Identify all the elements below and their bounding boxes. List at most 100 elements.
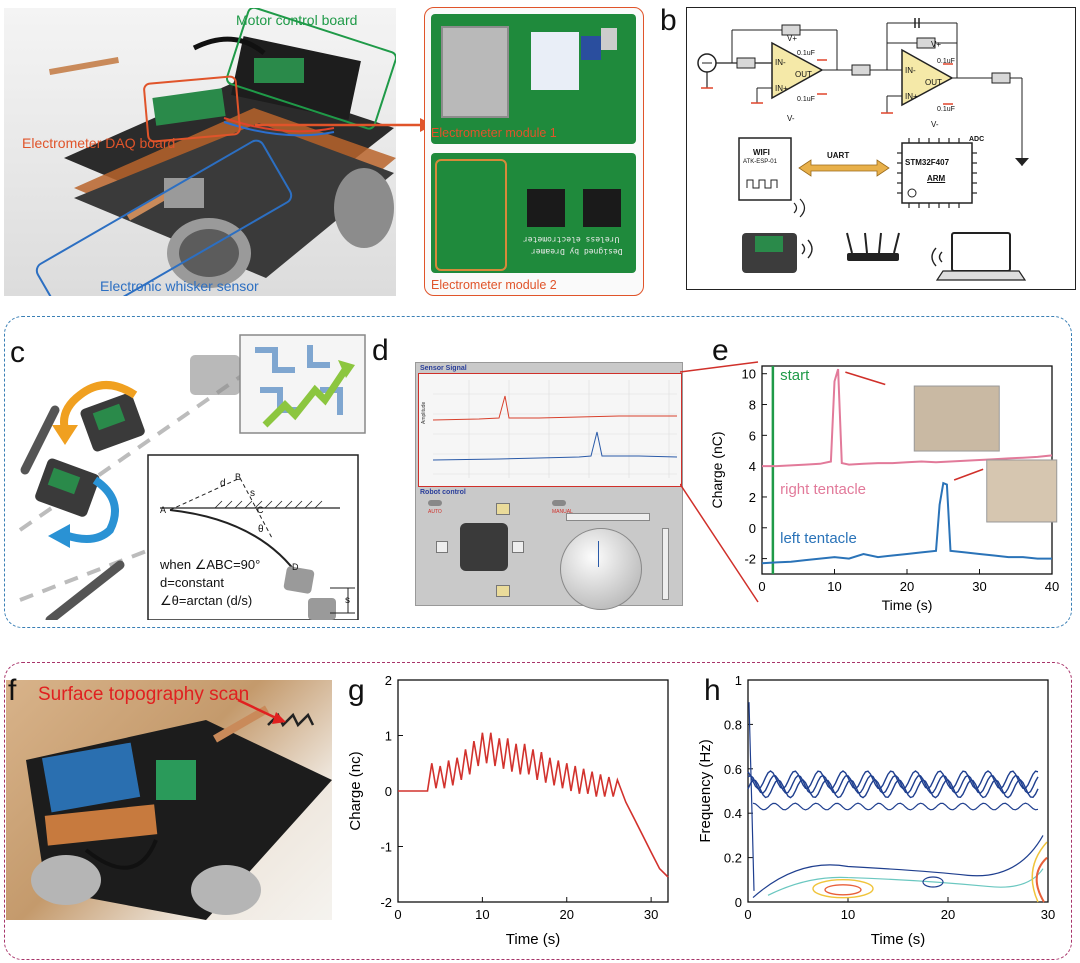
x-axis-label: Time (s) (506, 931, 560, 948)
y-tick-label: 1 (385, 729, 392, 744)
y-axis-label: Frequency (Hz) (697, 739, 714, 842)
auto-toggle[interactable] (428, 500, 442, 506)
circuit-diagram: V+ V- IN- IN+ OUT 0.1uF 0.1uF V+ V- IN- … (686, 7, 1076, 290)
x-tick-label: 30 (1041, 907, 1055, 922)
op2-vminus: V- (931, 120, 939, 129)
small-contour (922, 876, 944, 888)
label-d: d (220, 478, 226, 489)
panel-label-e: e (712, 334, 729, 367)
panel-label-g: g (348, 674, 365, 707)
speed-slider[interactable] (566, 513, 650, 521)
op1-vminus: V- (787, 114, 795, 123)
low-contour-inner (767, 868, 1044, 896)
module-2-label: Electrometer module 2 (431, 278, 557, 292)
y-tick-label: 0.6 (724, 762, 742, 777)
arrow-left-tentacle (953, 468, 984, 481)
y-tick-label: 8 (749, 398, 756, 413)
photo-inset-right (913, 385, 1000, 452)
op2-inminus: IN- (905, 66, 916, 75)
annotation-left-tentacle: left tentacle (780, 530, 857, 547)
x-tick-label: 20 (560, 907, 574, 922)
right-tentacle-line (762, 368, 1053, 468)
y-axis-label: Charge (nC) (709, 431, 725, 508)
x-tick-label: 10 (827, 579, 841, 594)
module-2-board: Ureless electrometer Designed by Dreamer (431, 153, 636, 273)
label-s-side: s (345, 595, 350, 606)
wifi-label: WIFI (753, 148, 770, 157)
panel-group-cde (4, 316, 1072, 628)
arm-label: ARM (927, 174, 946, 183)
band-contour (747, 779, 1039, 799)
zoom-lines (680, 361, 759, 603)
op2-inplus: IN+ (905, 92, 918, 101)
y-tick-label: 0 (735, 895, 742, 910)
panel-label-d: d (372, 334, 389, 367)
sensor-signal-plot: Amplitude (418, 373, 682, 487)
y-tick-label: -2 (744, 552, 756, 567)
y-tick-label: 0.2 (724, 851, 742, 866)
y-axis-label: Charge (nc) (347, 751, 364, 830)
x-tick-label: 30 (644, 907, 658, 922)
robot-illustration (35, 8, 396, 296)
topography-photo: Surface topography scan (6, 680, 332, 920)
point-a: A (160, 505, 167, 515)
edge-low-contour (748, 702, 755, 891)
left-tentacle-line (761, 481, 1052, 565)
panel-label-f: f (8, 674, 17, 707)
op1-out: OUT (795, 70, 812, 79)
y-tick-label: 2 (385, 673, 392, 688)
x-tick-label: 40 (1045, 579, 1059, 594)
board-silkscreen-1: Ureless electrometer (523, 235, 620, 244)
op1-vplus: V+ (787, 34, 798, 43)
label-s: s (250, 488, 255, 499)
sensor-signal-title: Sensor Signal (420, 365, 467, 372)
manual-toggle[interactable] (552, 500, 566, 506)
x-tick-label: 10 (475, 907, 489, 922)
edge-warm-contour (1035, 856, 1048, 903)
right-button[interactable] (512, 541, 524, 553)
y-tick-label: 4 (749, 459, 756, 474)
formula-2: d=constant (160, 575, 224, 590)
left-button[interactable] (436, 541, 448, 553)
op1-inminus: IN- (775, 58, 786, 67)
daq-board-label: Electrometer DAQ board (22, 135, 176, 151)
backward-button[interactable] (496, 585, 510, 597)
label-theta: θ (258, 524, 264, 535)
daq-arrow (255, 118, 433, 132)
y-tick-label: 6 (749, 428, 756, 443)
circuit-schematic (697, 18, 1029, 281)
x-tick-label: 0 (744, 907, 751, 922)
y-tick-label: 0 (385, 784, 392, 799)
edge-mid-contour (1031, 841, 1048, 903)
wifi-model: ATK-ESP-01 (743, 159, 777, 165)
annotation-right-tentacle: right tentacle (780, 481, 866, 498)
x-tick-label: 30 (972, 579, 986, 594)
auto-label: AUTO (428, 509, 442, 515)
module-1-label: Electrometer module 1 (431, 126, 557, 140)
op2-cap-top: 0.1uF (937, 58, 955, 65)
op2-cap-bottom: 0.1uF (937, 106, 955, 113)
op2-vplus: V+ (931, 40, 942, 49)
labview-panel: Sensor Signal Amplitude Robot control AU… (415, 362, 683, 610)
y-tick-label: 2 (749, 490, 756, 505)
op1-inplus: IN+ (775, 84, 788, 93)
x-axis-label: Time (s) (871, 931, 925, 948)
x-tick-label: 0 (394, 907, 401, 922)
y-tick-label: 0.8 (724, 717, 742, 732)
band-contour (747, 774, 1039, 795)
x-tick-label: 20 (900, 579, 914, 594)
topography-title: Surface topography scan (38, 684, 250, 705)
knob-needle (598, 541, 599, 567)
robot-photo: Motor control board Electrometer DAQ boa… (4, 8, 396, 296)
robot-image (460, 523, 508, 571)
direction-knob[interactable] (560, 528, 642, 610)
manual-label: MANUAL (552, 509, 573, 515)
vertical-slider[interactable] (662, 528, 669, 600)
forward-button[interactable] (496, 503, 510, 515)
formula-1: when ∠ABC=90° (160, 557, 261, 572)
point-b: B (235, 472, 242, 482)
mid-contour (812, 878, 874, 899)
x-tick-label: 20 (941, 907, 955, 922)
